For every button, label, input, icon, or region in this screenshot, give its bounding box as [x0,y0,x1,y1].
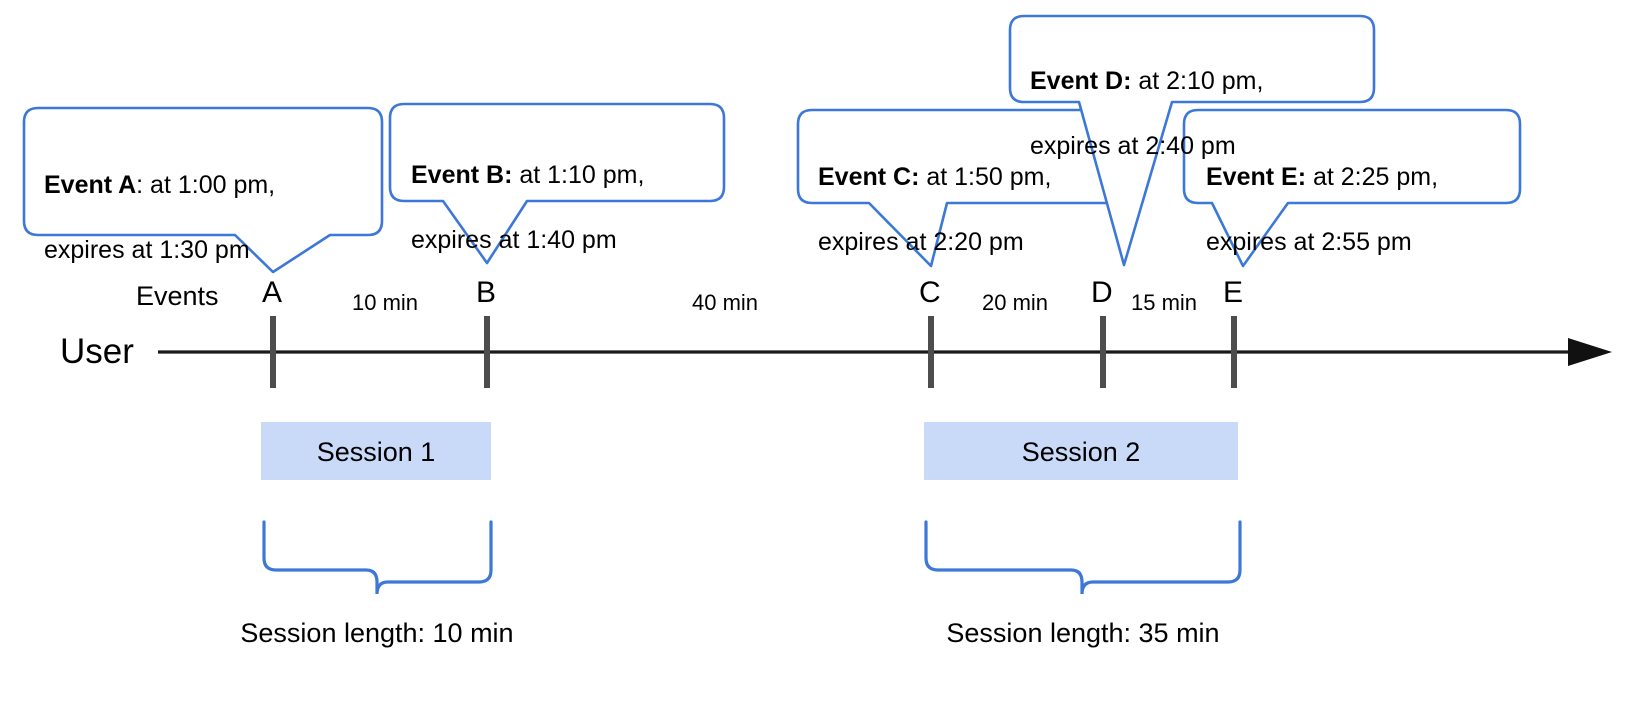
gap-label-b-c: 40 min [692,290,759,315]
callout-b-title: Event B: [411,160,513,189]
gap-label-a-b: 10 min [352,290,419,315]
callout-e-line2: expires at 2:55 pm [1206,227,1412,256]
tick-label-b: B [476,276,497,309]
callout-a-line2: expires at 1:30 pm [44,235,250,264]
session-1-label: Session 1 [316,437,436,467]
gap-label-c-d: 20 min [982,290,1049,315]
actor-label: User [60,332,134,371]
session-brace-1 [262,520,493,595]
session-1-length: Session length: 10 min [240,618,514,648]
callout-e-title: Event E: [1206,162,1307,191]
callout-a-title: Event A [44,170,137,199]
tick-label-a: A [262,276,283,309]
session-2-label: Session 2 [1021,437,1141,467]
callout-a-rest: : at 1:00 pm, [136,170,276,199]
callout-c-rest: at 1:50 pm, [919,162,1052,191]
callout-c-line2: expires at 2:20 pm [818,227,1024,256]
callout-text-e: Event E: at 2:25 pm, expires at 2:55 pm [1206,128,1520,258]
callout-d-title: Event D: [1030,66,1132,95]
callout-e-rest: at 2:25 pm, [1306,162,1439,191]
callout-text-c: Event C: at 1:50 pm, expires at 2:20 pm [818,128,1134,258]
callout-text-a: Event A: at 1:00 pm, expires at 1:30 pm [44,136,374,266]
callout-text-d: Event D: at 2:10 pm, expires at 2:40 pm [1030,32,1370,162]
session-brace-2 [924,520,1242,595]
session-2-length: Session length: 35 min [946,618,1220,648]
tick-label-e: E [1223,276,1244,309]
events-row-label: Events [136,281,219,311]
tick-label-d: D [1091,276,1113,309]
tick-label-c: C [919,276,941,309]
callout-c-title: Event C: [818,162,920,191]
callout-bubble-e [1182,108,1522,268]
callout-text-b: Event B: at 1:10 pm, expires at 1:40 pm [411,126,721,256]
callout-d-rest: at 2:10 pm, [1131,66,1264,95]
callout-b-rest: at 1:10 pm, [512,160,645,189]
session-bar-1 [261,422,491,480]
callout-bubble-a [22,106,384,274]
callout-bubble-b [388,102,726,265]
timeline-arrow-icon [1568,338,1612,366]
callout-b-line2: expires at 1:40 pm [411,225,617,254]
gap-label-d-e: 15 min [1131,290,1198,315]
callout-bubble-d [1008,14,1376,267]
callout-d-line2: expires at 2:40 pm [1030,131,1236,160]
session-bar-2 [924,422,1238,480]
